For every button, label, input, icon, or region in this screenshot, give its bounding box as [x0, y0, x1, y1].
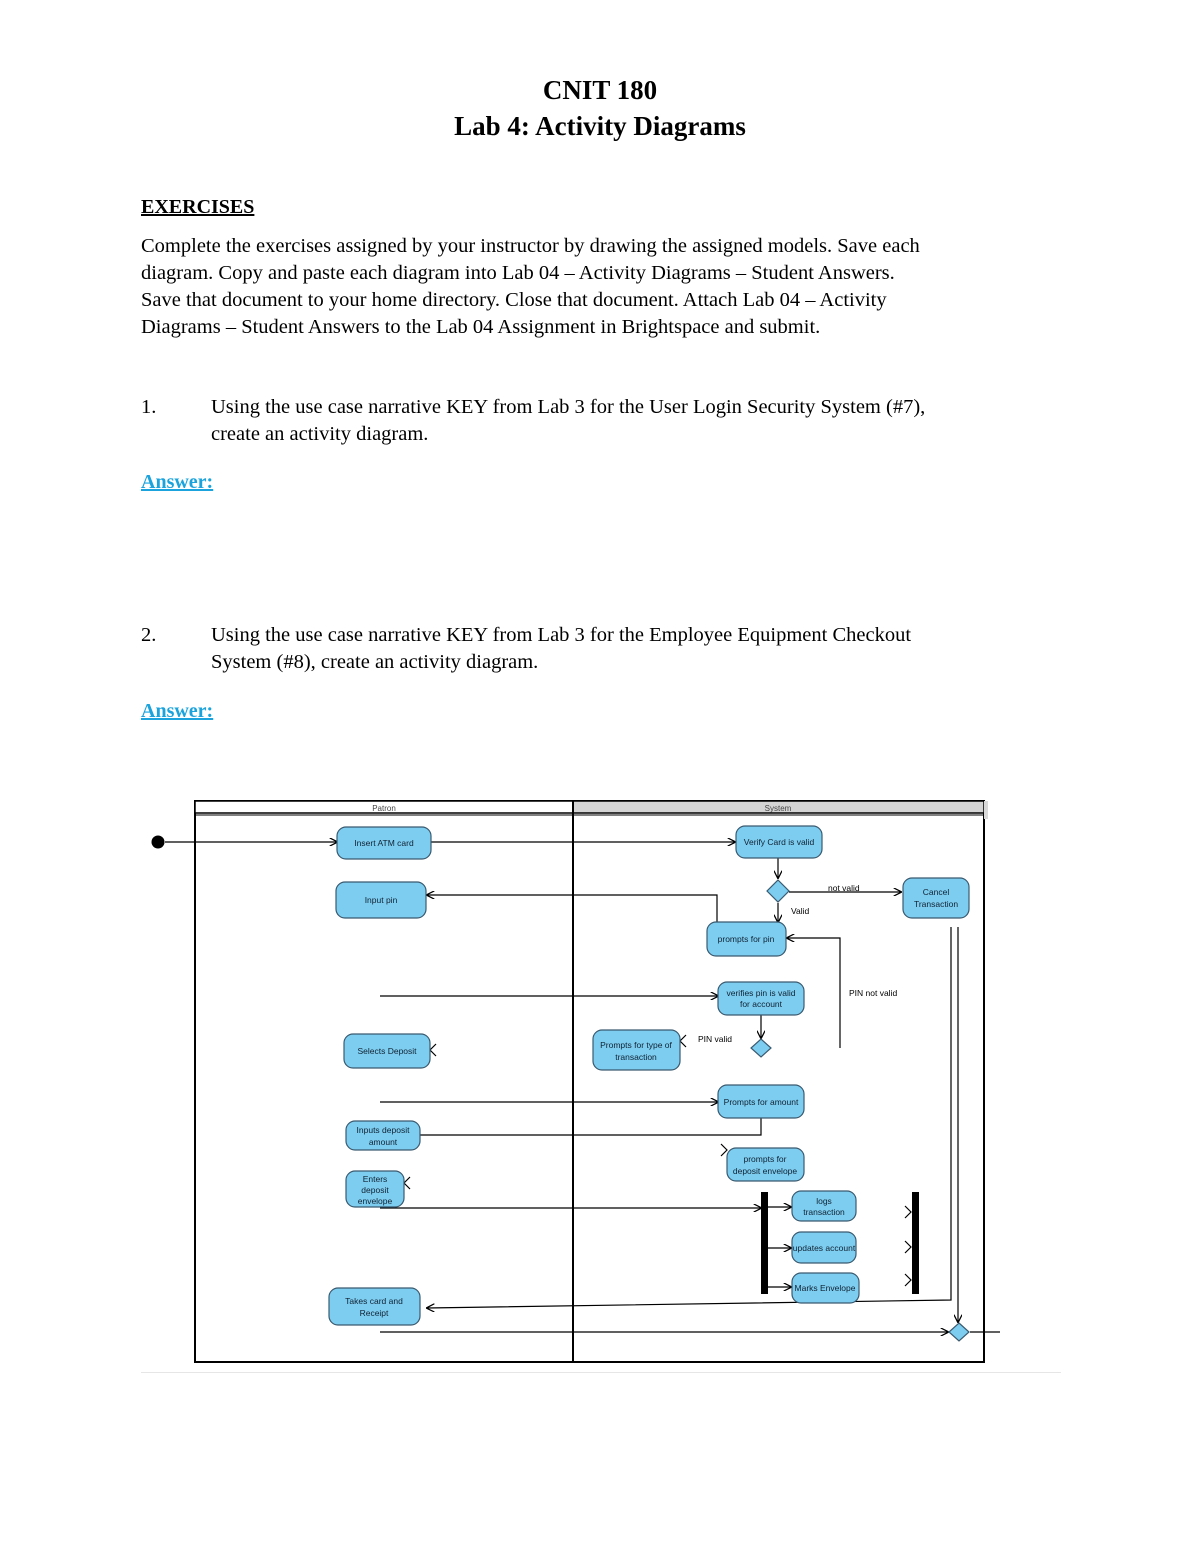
activity-diagram: Patron System — [151, 800, 1000, 1363]
join-bar — [912, 1192, 919, 1294]
node-cancel-line2: Transaction — [914, 899, 958, 909]
divider-line — [141, 1372, 1061, 1373]
question-1-answer-label: Answer: — [141, 471, 214, 493]
node-takes-line2: Receipt — [360, 1308, 389, 1318]
action-nodes — [328, 825, 970, 1326]
question-2-text: Using the use case narrative KEY from La… — [211, 622, 1061, 676]
node-prompt-envelope-line1: prompts for — [744, 1154, 787, 1164]
node-prompt-type-line2: transaction — [615, 1052, 657, 1062]
node-verify-card: Verify Card is valid — [744, 837, 815, 847]
control-flows — [165, 842, 1000, 1332]
node-prompt-pin: prompts for pin — [718, 934, 775, 944]
instructions-paragraph: Complete the exercises assigned by your … — [141, 233, 1061, 341]
question-2-number: 2. — [141, 624, 157, 646]
node-enter-envelope-line1: Enters — [363, 1174, 388, 1184]
document-title: CNIT 180 — [542, 75, 658, 105]
node-prompt-amount: Prompts for amount — [724, 1097, 799, 1107]
question-1-number: 1. — [141, 396, 157, 418]
node-input-pin: Input pin — [365, 895, 398, 905]
node-updates-account: updates account — [793, 1243, 856, 1253]
node-insert-card: Insert ATM card — [354, 838, 414, 848]
node-prompt-type-line1: Prompts for type of — [600, 1040, 672, 1050]
guard-pin-not-valid: PIN not valid — [849, 988, 897, 998]
lane-patron-label: Patron — [372, 804, 396, 813]
instructions-line: Save that document to your home director… — [141, 289, 887, 311]
instructions-line: Diagrams – Student Answers to the Lab 04… — [141, 316, 821, 338]
node-cancel-line1: Cancel — [923, 887, 950, 897]
initial-node — [151, 835, 165, 849]
document-subtitle: Lab 4: Activity Diagrams — [454, 111, 746, 141]
question-line: System (#8), create an activity diagram. — [211, 651, 539, 673]
question-1-text: Using the use case narrative KEY from La… — [211, 394, 1061, 448]
node-input-amount-line2: amount — [369, 1137, 398, 1147]
lane-system-label: System — [765, 804, 792, 813]
guard-not-valid: not valid — [828, 883, 860, 893]
instructions-line: Complete the exercises assigned by your … — [141, 235, 920, 257]
exercises-heading: EXERCISES — [141, 196, 255, 218]
node-logs-line2: transaction — [803, 1207, 845, 1217]
guard-pin-valid: PIN valid — [698, 1034, 732, 1044]
node-logs-line1: logs — [816, 1196, 832, 1206]
node-verify-pin-line2: for account — [740, 999, 783, 1009]
question-line: create an activity diagram. — [211, 423, 429, 445]
node-input-amount-line1: Inputs deposit — [357, 1125, 411, 1135]
swimlane-frame — [194, 800, 988, 1363]
question-2-answer-label: Answer: — [141, 700, 214, 722]
fork-bar — [761, 1192, 768, 1294]
question-line: Using the use case narrative KEY from La… — [211, 396, 926, 418]
instructions-line: diagram. Copy and paste each diagram int… — [141, 262, 895, 284]
question-line: Using the use case narrative KEY from La… — [211, 624, 912, 646]
node-verify-pin-line1: verifies pin is valid — [727, 988, 796, 998]
node-marks-envelope: Marks Envelope — [795, 1283, 856, 1293]
node-takes-line1: Takes card and — [345, 1296, 403, 1306]
node-enter-envelope-line3: envelope — [358, 1196, 393, 1206]
guard-valid: Valid — [791, 906, 810, 916]
node-enter-envelope-line2: deposit — [361, 1185, 389, 1195]
decision-diamonds — [750, 879, 970, 1342]
node-select-deposit: Selects Deposit — [357, 1046, 417, 1056]
node-prompt-envelope-line2: deposit envelope — [733, 1166, 798, 1176]
